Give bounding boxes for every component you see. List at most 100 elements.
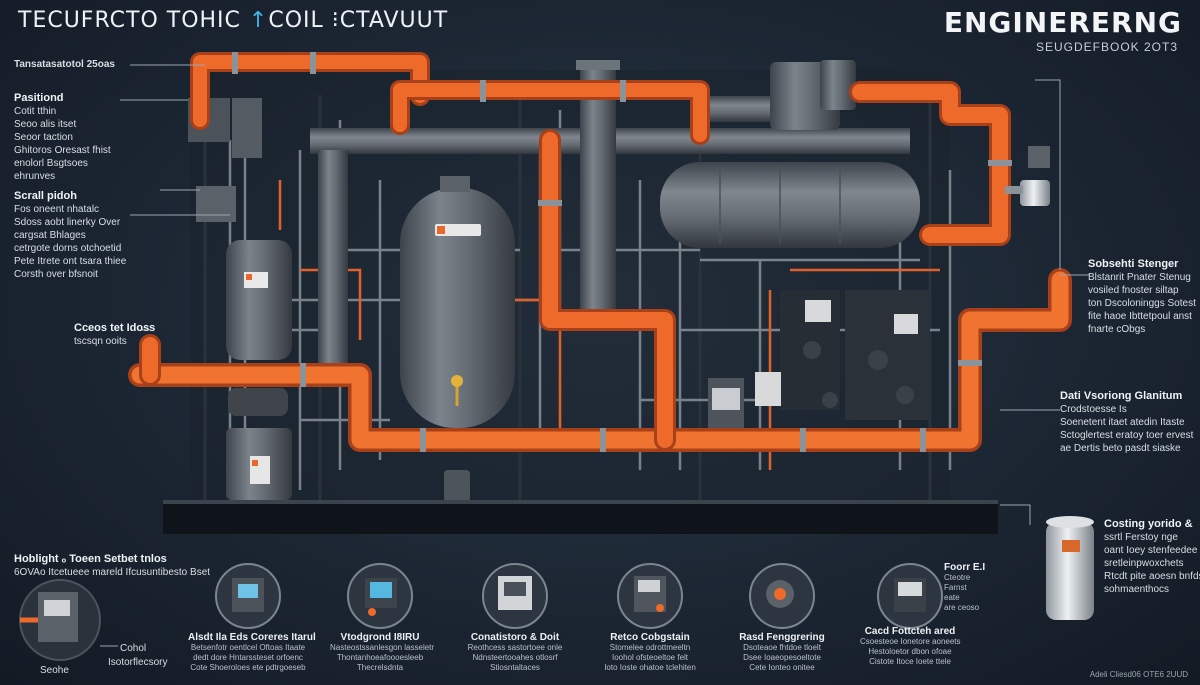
control-modules xyxy=(708,290,930,428)
left-note-block-2: Scrall pidoh Fos oneent nhatalc Sdoss ao… xyxy=(14,190,126,281)
thumbnail-caption: Alsdt Ila Eds Coreres Itarul Betsenfotr … xyxy=(188,632,316,673)
thumbnail-desc: Cete Ionteo onitee xyxy=(749,663,815,672)
thumbnail-desc: Cteotre xyxy=(944,573,971,582)
thumbnail-label: Foorr E.I xyxy=(944,562,986,573)
left-note-2-line: Fos oneent nhatalc xyxy=(14,204,100,215)
right-note-block-2: Dati Vsoriong Glanitum Crodstoesse Is So… xyxy=(1060,390,1193,455)
right-note-block-3: Costing yorido & ssrtl Ferstoy nge oant … xyxy=(1104,518,1200,596)
bottom-left-line: 6OVAo Itcetueee mareld Ifcusuntibesto Bs… xyxy=(14,567,211,578)
thumbnail-desc: Stiosntaltaces xyxy=(490,663,540,672)
left-note-2-line: Corsth over bfsnoit xyxy=(14,269,98,280)
left-note-2-line: cetrgote dorns otchoetid xyxy=(14,243,122,254)
left-note-2-line: Pete Itrete ont tsara thiee xyxy=(14,256,127,267)
left-note-1-line: Seoor taction xyxy=(14,132,73,143)
thumbnail-desc: Cote Shoeroloes ete pdtrgoeseb xyxy=(190,663,306,672)
bottom-left-caption: Hoblight ₒ Toeen Setbet tnlos 6OVAo Itce… xyxy=(14,553,210,579)
side-gauge xyxy=(1005,146,1050,206)
thumbnail-desc: Thontanhoeafoooesleeb xyxy=(336,653,424,662)
right-note-2-line: ae Dertis beto pasdt siaske xyxy=(1060,443,1181,454)
horizontal-vessel xyxy=(660,162,920,248)
title-arrow-icon: ↑ xyxy=(248,8,269,33)
left-note-1-line: Seoo alis itset xyxy=(14,119,77,130)
thumbnail-label: Rasd Fenggrering xyxy=(739,632,825,643)
thumbnail-caption: Retco Cobgstain Stomelee odrottmeeltn Io… xyxy=(600,632,700,673)
thumbnail-caption: Conatistoro & Doit Reothcess sastortoee … xyxy=(465,632,565,673)
image-credit: Adeli Cliesd06 OTE6 2UUD xyxy=(1089,670,1188,679)
right-note-3-line: ssrtl Ferstoy nge xyxy=(1104,532,1178,543)
title-left-text: TECUFRCTO TOHIC xyxy=(18,8,241,33)
thumbnail-caption: Foorr E.I Cteotre Farnst eate are ceoso xyxy=(944,562,988,613)
thumbnail-desc: Ioohol ofsteoeltoe felt xyxy=(611,653,689,662)
left-note-2-line: Sdoss aobt linerky Over xyxy=(14,217,121,228)
left-note-1-line: ehrunves xyxy=(14,171,56,182)
thumbnail-desc: Cistote Itoce Ioete ttele xyxy=(869,657,951,666)
right-note-1-line: fnarte cObgs xyxy=(1088,324,1146,335)
left-note-block-1: Pasitiond Cotit tthin Seoo alis itset Se… xyxy=(14,92,111,183)
thumbnail-desc: Dsee Ioaeopesoeltote xyxy=(743,653,821,662)
thumbnail-desc: are ceoso xyxy=(944,603,980,612)
left-note-1-line: Cotit tthin xyxy=(14,106,57,117)
left-note-top: Tansatasatotol 25oas xyxy=(14,59,115,70)
thumbnail-desc: Betsenfotr oentlcel Oftoas Itaate xyxy=(190,643,306,652)
right-note-1-heading: Sobsehti Stenger xyxy=(1088,258,1179,270)
thumbnail-desc: Ioto Ioste ohatoe tclehiten xyxy=(604,663,696,672)
page-title-right: ENGINERERNG xyxy=(943,6,1182,39)
left-note-1-line: Ghitoros Oresast fhist xyxy=(14,145,111,156)
thumbnail-caption: Cacd Fottcteh ared Csoesteoe Ionetore ao… xyxy=(860,626,961,667)
thumbnail-desc: Thecrelsdnta xyxy=(356,663,404,672)
thumbnail-label: Alsdt Ila Eds Coreres Itarul xyxy=(188,632,316,643)
left-note-3-heading: Cceos tet Idoss xyxy=(74,322,156,334)
left-note-3-line: tscsqn ooits xyxy=(74,336,127,347)
thumbnail-desc: Hestoloetor dbon ofoae xyxy=(868,647,952,656)
right-note-2-heading: Dati Vsoriong Glanitum xyxy=(1060,390,1183,402)
bottom-left-heading: Hoblight ₒ Toeen Setbet tnlos xyxy=(14,553,167,565)
thumbnail-desc: Nasteostssanlesgon lasseletr xyxy=(330,643,435,652)
thumbnail-label: Retco Cobgstain xyxy=(610,632,690,643)
thumbnail-desc: Reothcess sastortoee onle xyxy=(467,643,563,652)
right-note-2-line: Sctoglertest eratoy toer ervest xyxy=(1060,430,1194,441)
right-note-3-line: oant Ioey stenfeedee xyxy=(1104,545,1198,556)
thumbnail-desc: eate xyxy=(944,593,960,602)
thumbnail-label: Conatistoro & Doit xyxy=(470,632,560,643)
page-title-left: TECUFRCTO TOHIC ↑COIL ⁝CTAVUUT xyxy=(18,8,448,33)
thumbnail-label: Vtodgrond I8IRU xyxy=(340,632,420,643)
right-note-2-line: Crodstoesse Is xyxy=(1060,404,1127,415)
left-note-1-line: enolorl Bsgtsoes xyxy=(14,158,88,169)
callout-leaders xyxy=(120,64,1090,525)
thumbnail-circles xyxy=(215,563,943,629)
thumbnail-caption: Vtodgrond I8IRU Nasteostssanlesgon lasse… xyxy=(330,632,435,673)
right-note-1-line: vosiled fnoster siltap xyxy=(1088,285,1179,296)
thumbnail-desc: Ndnsteertooahes otlosrf xyxy=(472,653,558,662)
bottom-left-label-c: Seohe xyxy=(40,665,69,676)
right-note-3-heading: Costing yorido & xyxy=(1104,518,1193,530)
right-note-3-line: sohmaenthocs xyxy=(1104,584,1170,595)
thumbnail-desc: dedt dore Hntarssteset orfoenc xyxy=(193,653,303,662)
title-left-rest: COIL ⁝CTAVUUT xyxy=(268,8,449,33)
page-subtitle: SEUGDEFBOOK 2OT3 xyxy=(1035,40,1178,54)
thumbnail-desc: Csoesteoe Ionetore aoneets xyxy=(860,637,961,646)
thumbnail-desc: Farnst xyxy=(944,583,967,592)
thumbnail-desc: Stomelee odrottmeeltn xyxy=(609,643,691,652)
left-note-1-heading: Pasitiond xyxy=(14,92,64,104)
right-note-1-line: fite haoe Ibttetpoul anst xyxy=(1088,311,1192,322)
right-note-3-line: Rtcdt pite aoesn bnfds xyxy=(1104,571,1200,582)
main-vertical-vessel xyxy=(400,176,515,502)
bottom-left-label-b: Isotorflecsory xyxy=(108,657,168,668)
pipe-flanges xyxy=(232,52,1012,452)
left-note-2-heading: Scrall pidoh xyxy=(14,190,77,202)
gray-header-pipe xyxy=(310,60,910,380)
right-note-block-1: Sobsehti Stenger Blstanrit Pnater Stenug… xyxy=(1088,258,1196,336)
base-skid xyxy=(163,500,998,534)
thumbnail-caption: Rasd Fenggrering Dsoteaoe fhtdoe tloelt … xyxy=(732,632,832,673)
right-note-2-line: Soenetent itaet atedin Itaste xyxy=(1060,417,1185,428)
right-note-1-line: Blstanrit Pnater Stenug xyxy=(1088,272,1191,283)
right-note-1-line: ton Dscoloninggs Sotest xyxy=(1088,298,1196,309)
left-note-2-line: cargsat Bhlages xyxy=(14,230,86,241)
bottom-left-label-a: Cohol xyxy=(120,643,147,654)
water-heater xyxy=(1046,516,1094,620)
thumbnail-label: Cacd Fottcteh ared xyxy=(864,626,956,637)
orange-process-pipes xyxy=(128,52,1072,452)
right-note-3-line: sretleinpwoxchets xyxy=(1104,558,1184,569)
thumbnail-desc: Dsoteaoe fhtdoe tloelt xyxy=(743,643,821,652)
